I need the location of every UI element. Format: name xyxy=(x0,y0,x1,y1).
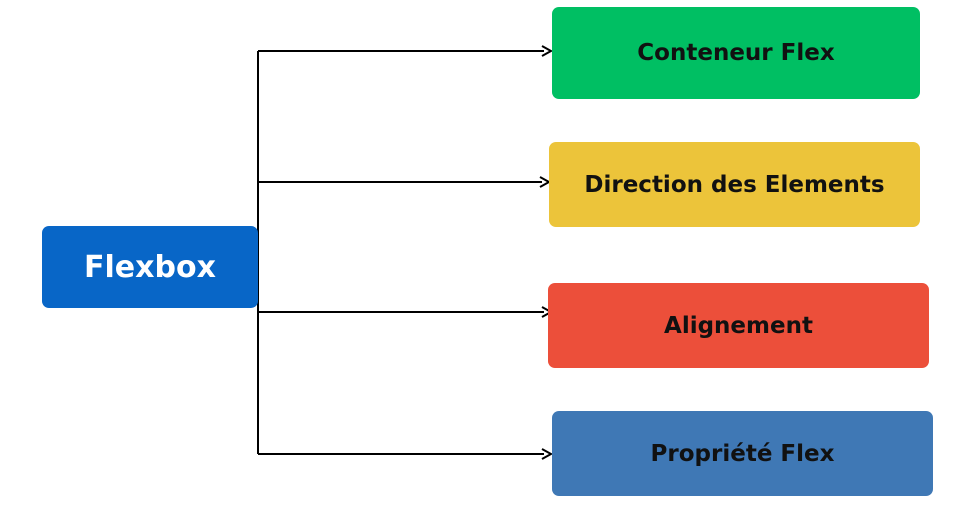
node-label: Alignement xyxy=(664,312,813,339)
node-label: Propriété Flex xyxy=(650,440,835,467)
root-node-label: Flexbox xyxy=(84,249,216,285)
node-label: Direction des Elements xyxy=(584,171,885,198)
node-label: Conteneur Flex xyxy=(637,40,835,66)
node-conteneur-flex: Conteneur Flex xyxy=(552,7,920,99)
root-node-flexbox: Flexbox xyxy=(42,226,258,308)
arrow-head-icon xyxy=(541,45,554,57)
arrow-head-icon xyxy=(541,448,554,460)
node-alignement: Alignement xyxy=(548,283,929,368)
node-direction-des-elements: Direction des Elements xyxy=(549,142,920,227)
node-propriete-flex: Propriété Flex xyxy=(552,411,933,496)
